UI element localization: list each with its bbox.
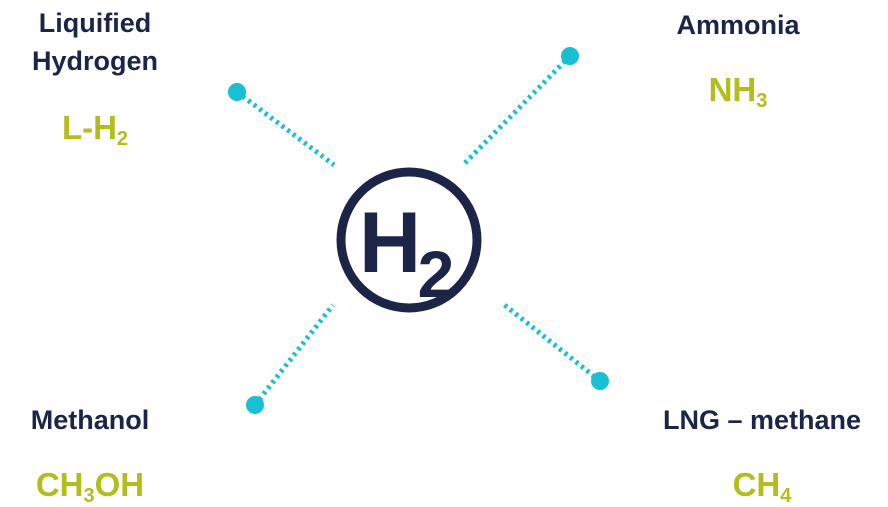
h2-symbol: H <box>359 195 421 291</box>
node-dot-methanol <box>246 396 264 414</box>
label-ammonia: Ammonia <box>676 10 800 40</box>
label-methanol: Methanol <box>30 405 150 435</box>
formula-ch3oh-main1: CH <box>35 466 84 503</box>
connector-methanol <box>253 303 335 407</box>
formula-nh3-sub: 3 <box>756 90 768 112</box>
formula-ch3oh-sub: 3 <box>83 485 95 507</box>
formula-lh2-sub: 2 <box>116 128 129 150</box>
node-dot-ammonia <box>561 47 579 65</box>
formula-ammonia: NH3 <box>690 70 786 112</box>
h2-subscript: 2 <box>418 237 455 311</box>
formula-methanol: CH3OH <box>10 465 170 507</box>
connector-liquified-hydrogen <box>235 90 336 167</box>
label-liquified-line2: Hydrogen <box>31 46 158 76</box>
node-dot-liquified-hydrogen <box>228 83 246 101</box>
formula-lh2-main: L-H <box>61 109 117 146</box>
h2-circle-icon: H 2 <box>336 167 482 313</box>
formula-ch4-sub: 4 <box>780 485 792 507</box>
formula-nh3-main: NH <box>708 71 757 108</box>
connector-lng <box>500 301 602 383</box>
formula-liquified-hydrogen: L-H2 <box>40 108 150 150</box>
label-liquified-hydrogen: Liquified Hydrogen <box>12 4 178 80</box>
formula-ch4-main: CH <box>732 466 781 503</box>
label-liquified-line1: Liquified <box>38 8 152 38</box>
label-lng-methane: LNG – methane <box>662 405 862 435</box>
formula-ch3oh-main2: OH <box>94 466 145 503</box>
formula-lng-methane: CH4 <box>712 465 812 507</box>
connector-ammonia <box>463 54 572 165</box>
node-dot-lng <box>591 372 609 390</box>
